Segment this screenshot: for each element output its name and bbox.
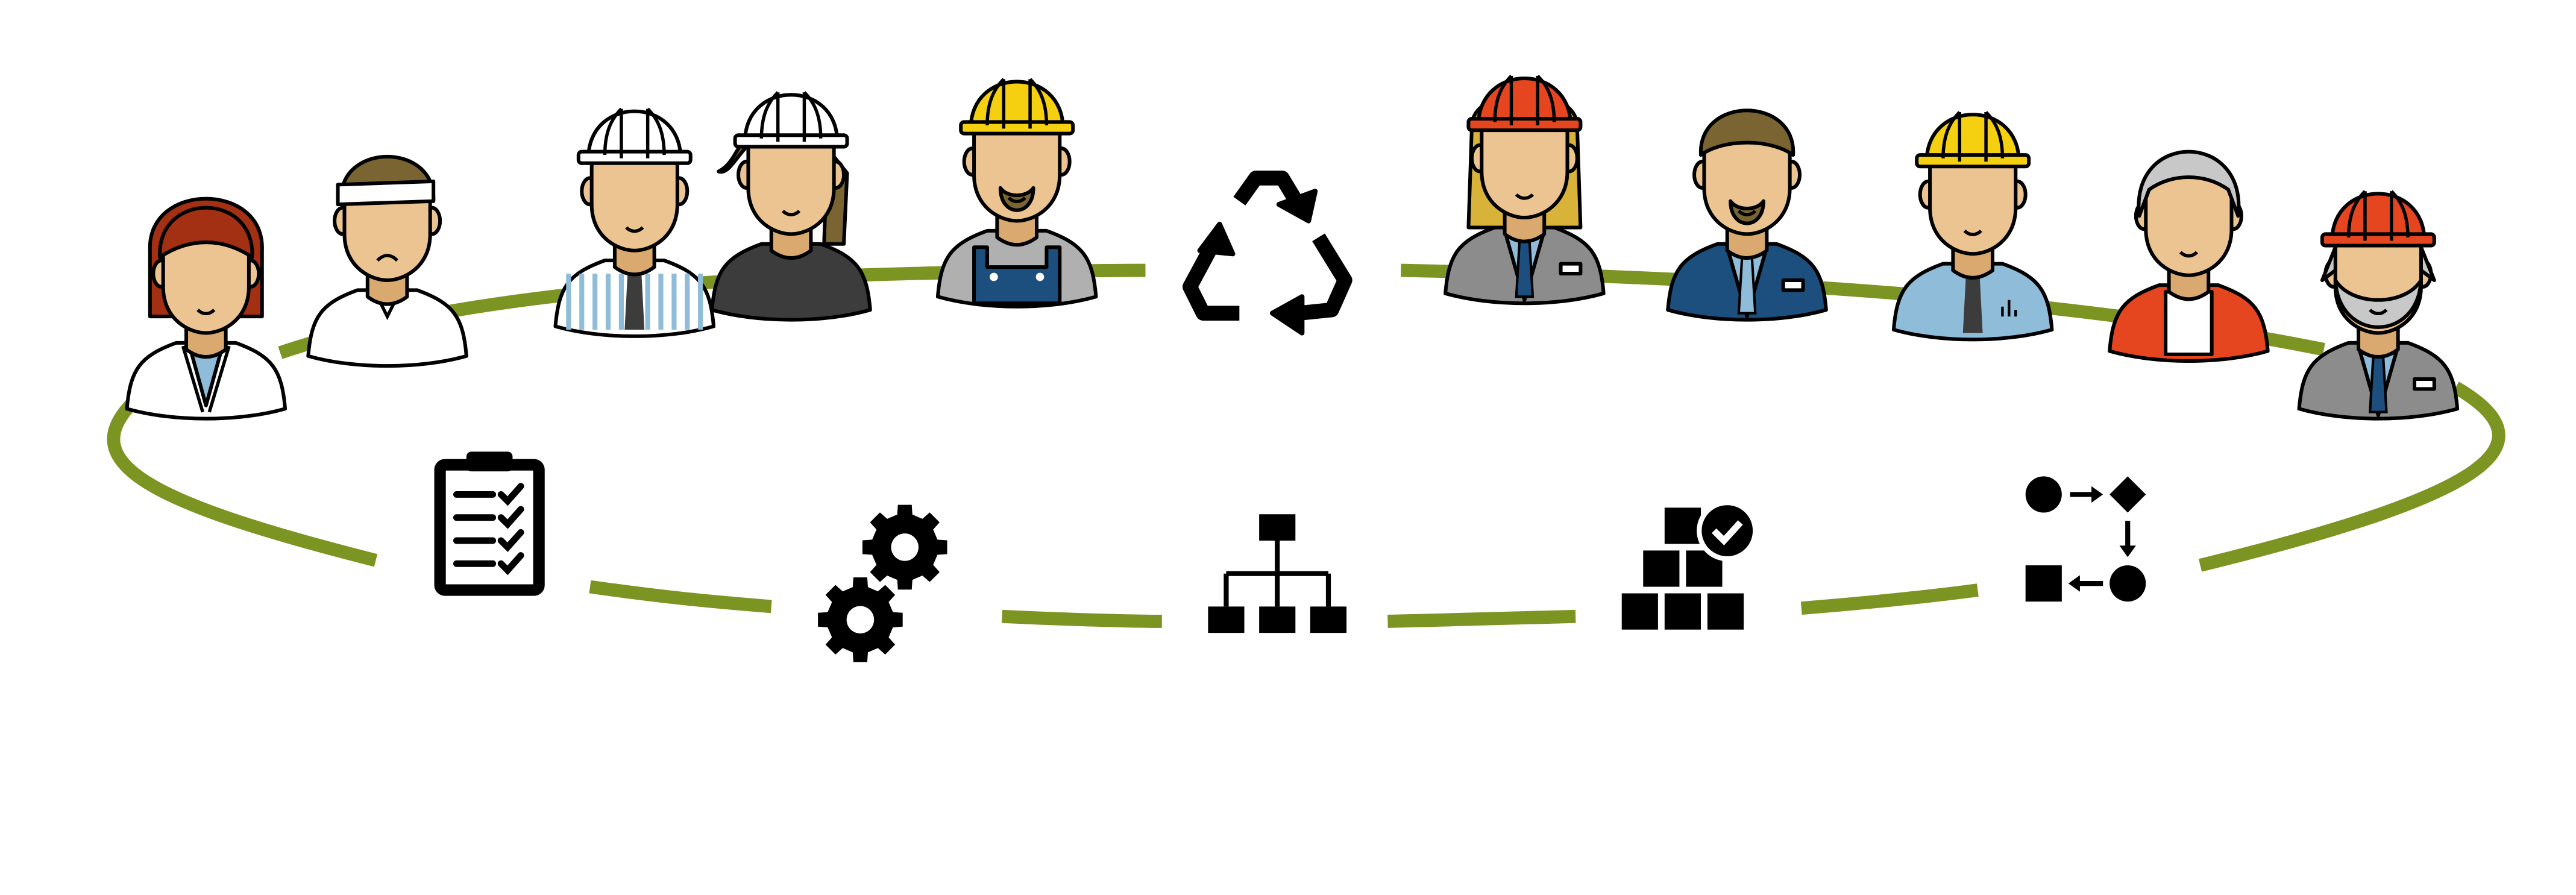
ring-segment-left (107, 391, 378, 567)
gears-icon (818, 504, 947, 662)
checklist-icon (434, 451, 545, 596)
boxes-check-icon (1618, 500, 1758, 633)
person-supervisor (1891, 111, 2054, 342)
ring-segment-bottom-4 (1800, 583, 1979, 615)
hierarchy-icon (1208, 514, 1347, 633)
person-elder-woman (2108, 149, 2270, 363)
person-doctor (125, 196, 287, 421)
person-engineer-striped (553, 107, 716, 338)
person-businessman (1666, 108, 1828, 322)
ring-segment-bottom-3 (1387, 609, 1576, 628)
person-engineer-woman (710, 91, 872, 322)
process-flow-icon (2025, 476, 2146, 602)
person-patient (306, 154, 468, 368)
ring-segment-right (2198, 382, 2505, 572)
person-manager-woman (1444, 74, 1606, 306)
people-group (125, 74, 2460, 421)
person-elder-engineer (2297, 190, 2460, 421)
ring-segment-bottom-1 (589, 580, 772, 614)
ring-segment-bottom-2 (1002, 609, 1162, 628)
recycle-icon (1182, 171, 1352, 336)
person-worker-overalls (935, 78, 1098, 309)
